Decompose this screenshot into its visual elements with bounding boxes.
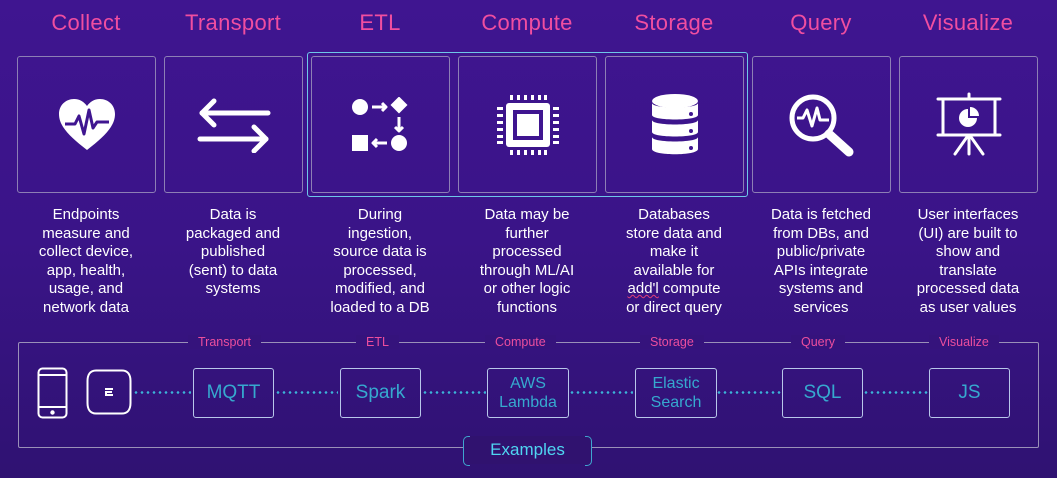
description-line: modified, and (334, 280, 426, 297)
description-line: User interfaces (917, 206, 1019, 223)
description-line: usage, and (48, 280, 124, 297)
tech-box-aws-lambda: AWS Lambda (487, 368, 569, 418)
stage-description-storage: Databases store data and make it availab… (601, 206, 747, 317)
description-line: functions (496, 298, 558, 316)
description-line: show and (935, 243, 1001, 260)
description-line: Data is (209, 206, 257, 223)
processing-group-highlight (307, 52, 748, 197)
heart-pulse-icon (58, 98, 115, 150)
stage-title-compute: Compute (481, 10, 573, 35)
stage-card-collect (17, 56, 156, 193)
stage-description-etl: During ingestion, source data is process… (307, 206, 453, 317)
stage-card-transport (164, 56, 303, 193)
access-point-icon (86, 369, 132, 415)
description-line: or direct query (626, 298, 722, 316)
example-stage-label-etl: ETL (356, 335, 399, 349)
tech-box-mqtt: MQTT (193, 368, 274, 418)
example-stage-label-transport: Transport (188, 335, 262, 349)
stage-card-query (752, 56, 891, 193)
description-line: measure and (42, 224, 130, 242)
description-line: app, health, (46, 261, 126, 279)
stage-card-storage (605, 56, 744, 193)
stage-description-visualize: User interfaces (UI) are built to show a… (895, 206, 1041, 317)
description-line: ingestion, (347, 224, 413, 242)
description-line: systems and (778, 280, 864, 297)
example-stage-label-compute: Compute (485, 335, 556, 349)
example-stage-label-query: Query (791, 335, 846, 349)
cpu-chip-icon (496, 94, 559, 155)
stage-title-etl: ETL (359, 10, 401, 35)
stage-title-transport: Transport (184, 10, 282, 35)
stage-description-transport: Data is packaged and published (sent) to… (160, 206, 306, 299)
description-line: packaged and (185, 224, 281, 242)
description-line: services (793, 298, 849, 316)
stage-title-visualize: Visualize (922, 10, 1014, 35)
description-line: loaded to a DB (330, 298, 430, 316)
description-line: Databases (638, 206, 710, 223)
stage-title-storage: Storage (634, 10, 714, 35)
description-line: public/private (776, 243, 866, 260)
examples-label-text: Examples (490, 440, 565, 459)
tech-box-spark: Spark (340, 368, 421, 418)
connector-spark-lambda (422, 391, 486, 394)
stage-card-visualize (899, 56, 1038, 193)
description-line: store data and (626, 224, 722, 242)
description-line: processed (492, 243, 562, 260)
description-line: add'l compute (627, 280, 721, 297)
description-line: Endpoints (52, 206, 120, 223)
examples-label: Examples (463, 436, 592, 466)
stage-title-query: Query (790, 10, 852, 35)
spellcheck-word: add'l (627, 280, 659, 297)
connector-lambda-elastic (569, 391, 633, 394)
description-line: make it (649, 243, 699, 260)
description-line: from DBs, and (773, 224, 869, 242)
connector-endpoint-mqtt (133, 391, 191, 394)
description-line: Data may be (484, 206, 570, 223)
connector-mqtt-spark (275, 391, 338, 394)
description-line: Data is fetched (770, 206, 872, 223)
example-stage-label-storage: Storage (640, 335, 704, 349)
connector-elastic-sql (716, 391, 781, 394)
description-line: available for (633, 261, 715, 279)
connector-sql-js (863, 391, 928, 394)
description-line: During (357, 206, 403, 223)
description-line: source data is (333, 243, 427, 260)
description-line: (sent) to data (188, 261, 278, 279)
presentation-chart-icon (936, 92, 1001, 155)
stage-card-etl (311, 56, 450, 193)
description-line: systems (205, 280, 261, 297)
description-line: processed data (916, 280, 1020, 297)
description-line: translate (939, 261, 997, 279)
description-line: as user values (919, 298, 1017, 316)
tech-box-elastic-search: Elastic Search (635, 368, 717, 418)
stage-card-compute (458, 56, 597, 193)
description-line: further (505, 224, 549, 242)
description-line: (UI) are built to (918, 224, 1018, 242)
description-line: processed, (343, 261, 417, 279)
tech-box-js: JS (929, 368, 1010, 418)
stage-description-collect: Endpoints measure and collect device, ap… (13, 206, 159, 317)
database-icon (651, 93, 698, 154)
stage-title-collect: Collect (51, 10, 121, 35)
tech-box-sql: SQL (782, 368, 863, 418)
description-line: collect device, (38, 243, 134, 260)
example-stage-label-visualize: Visualize (929, 335, 999, 349)
description-line: published (200, 243, 266, 260)
stage-description-query: Data is fetched from DBs, and public/pri… (748, 206, 894, 317)
description-line: APIs integrate (773, 261, 869, 279)
description-line: network data (43, 298, 129, 316)
stage-description-compute: Data may be further processed through ML… (454, 206, 600, 317)
search-pulse-icon (789, 94, 853, 156)
smartphone-icon (37, 367, 68, 419)
description-line: through ML/AI (479, 261, 575, 279)
workflow-icon (351, 96, 407, 151)
description-line: or other logic (483, 280, 571, 297)
exchange-arrows-icon (197, 98, 270, 153)
